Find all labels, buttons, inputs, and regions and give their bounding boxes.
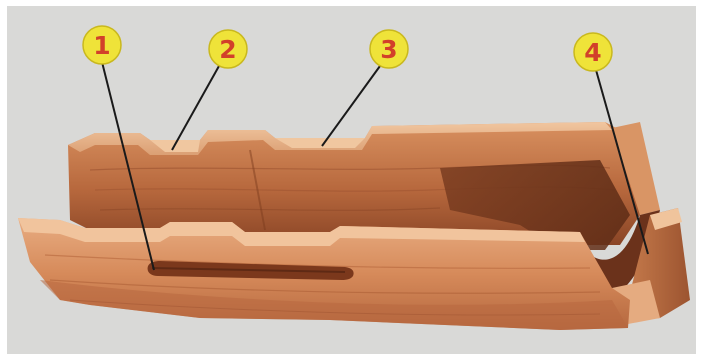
- callout-marker-3: 3: [370, 30, 408, 68]
- callout-marker-1: 1: [83, 26, 121, 64]
- callout-label-4: 4: [584, 38, 601, 67]
- callout-label-1: 1: [93, 31, 110, 60]
- callout-marker-2: 2: [209, 30, 247, 68]
- callout-label-2: 2: [219, 35, 236, 64]
- callout-marker-4: 4: [574, 33, 612, 71]
- front-wall: [18, 218, 630, 330]
- callout-label-3: 3: [380, 35, 397, 64]
